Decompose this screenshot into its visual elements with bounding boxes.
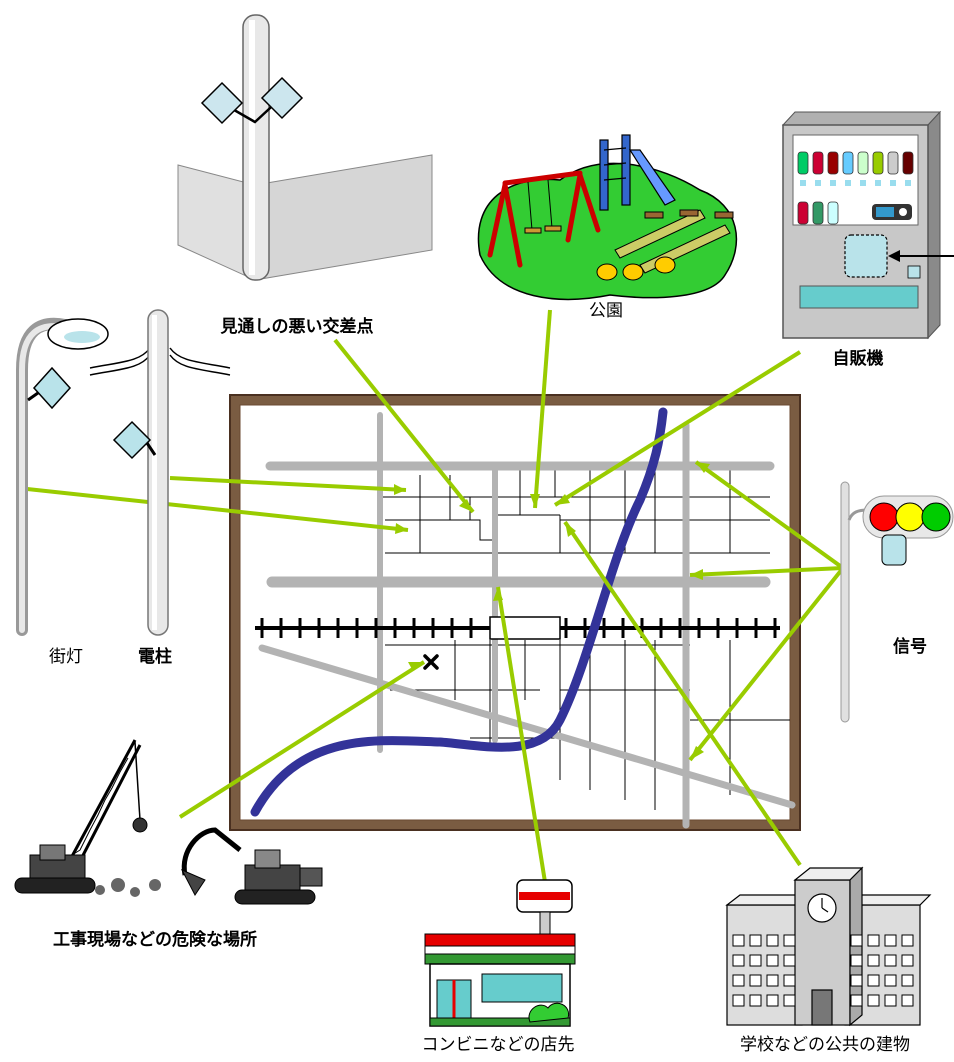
convenience-store-icon: [424, 879, 576, 1027]
school-window: [850, 934, 863, 947]
school-building-icon: [725, 866, 932, 1027]
arrow-signal-1: [694, 460, 845, 570]
street-light-icon: [16, 317, 109, 636]
school-window: [732, 954, 745, 967]
traffic-signal-icon: [840, 481, 954, 723]
school-window: [850, 994, 863, 1007]
arrow-street-light: [17, 486, 409, 532]
arrowheads: [394, 462, 710, 760]
utility-pole-icon: [177, 14, 433, 281]
arrow-intersection: [333, 338, 475, 514]
railway: [255, 616, 780, 640]
school-window: [884, 994, 897, 1007]
school-window: [783, 994, 796, 1007]
station: [489, 616, 561, 640]
river: [250, 407, 668, 817]
school-window: [749, 954, 762, 967]
school-window: [901, 994, 914, 1007]
school-window: [783, 954, 796, 967]
label-blind-intersection: 見通しの悪い交差点: [220, 316, 374, 337]
label-public-building: 学校などの公共の建物: [740, 1035, 910, 1055]
arrow-school: [563, 520, 802, 867]
danger-x-mark: [423, 654, 439, 670]
school-window: [732, 934, 745, 947]
school-window: [884, 934, 897, 947]
arrows: [17, 309, 845, 883]
arrow-vending: [553, 350, 802, 507]
label-street-light: 街灯: [49, 647, 83, 667]
school-window: [766, 934, 779, 947]
arrow-park: [533, 309, 552, 509]
label-utility-pole: 電柱: [138, 646, 172, 667]
school-window: [867, 954, 880, 967]
label-vending-machine: 自販機: [833, 348, 884, 369]
school-window: [766, 974, 779, 987]
utility-pole-icon: [89, 309, 231, 636]
school-window: [766, 954, 779, 967]
label-traffic-signal: 信号: [893, 636, 927, 657]
school-window: [850, 974, 863, 987]
label-construction-site: 工事現場などの危険な場所: [53, 929, 257, 950]
school-window: [783, 974, 796, 987]
school-window: [749, 934, 762, 947]
main-roads: [258, 412, 796, 829]
school-window: [732, 974, 745, 987]
school-window: [884, 974, 897, 987]
school-window: [850, 954, 863, 967]
arrow-construction: [178, 660, 426, 819]
neighborhood-map: [229, 394, 801, 831]
label-convenience-store: コンビニなどの店先: [422, 1035, 575, 1055]
arrow-signal-2: [689, 566, 844, 577]
labels: 見通しの悪い交差点 公園 自販機 街灯 電柱 信号 工事現場などの危険な場所 コ…: [49, 301, 927, 1055]
school-window: [884, 954, 897, 967]
school-window: [867, 994, 880, 1007]
arrow-signal-3: [688, 566, 845, 762]
construction-icon: [14, 739, 323, 905]
label-park: 公園: [589, 301, 623, 321]
school-window: [766, 994, 779, 1007]
school-window: [901, 934, 914, 947]
arrow-store: [496, 586, 547, 883]
school-window: [867, 934, 880, 947]
school-window: [867, 974, 880, 987]
vending-machine-icon: [781, 110, 954, 340]
school-window: [901, 954, 914, 967]
school-window: [749, 974, 762, 987]
school-window: [749, 994, 762, 1007]
school-window: [783, 934, 796, 947]
arrow-utility-pole: [169, 476, 407, 492]
school-window: [732, 994, 745, 1007]
school-window: [901, 974, 914, 987]
park-icon: [477, 134, 738, 300]
